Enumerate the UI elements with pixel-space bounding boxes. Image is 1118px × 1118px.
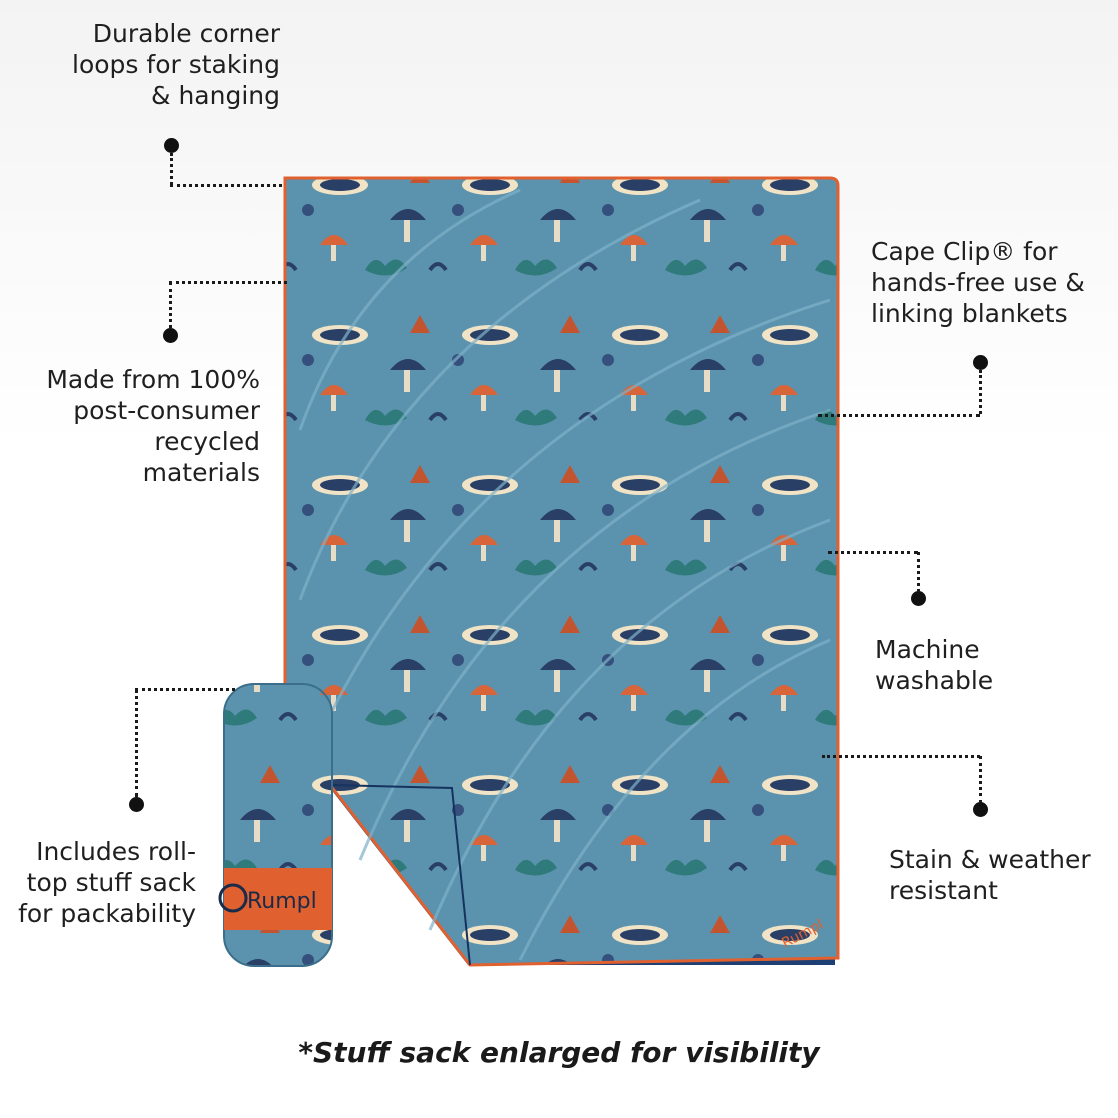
callout-line — [135, 688, 235, 691]
callout-line — [979, 370, 982, 414]
callout-dot — [973, 355, 988, 370]
callout-dot — [164, 138, 179, 153]
callout-line — [917, 552, 920, 592]
sack-band — [224, 868, 332, 930]
callout-line — [169, 282, 172, 328]
callout-line — [135, 689, 138, 797]
callout-dot — [163, 328, 178, 343]
sun-logo-icon — [218, 883, 248, 913]
callout-washable: Machine washable — [875, 635, 994, 695]
callout-line — [818, 414, 980, 417]
callout-line — [170, 153, 173, 185]
callout-stuff-sack: Includes roll- top stuff sack for packab… — [18, 837, 196, 928]
callout-line — [828, 551, 918, 554]
stuff-sack: Rumpl — [218, 683, 333, 967]
callout-line — [169, 281, 287, 284]
callout-line — [979, 756, 982, 803]
callout-weather: Stain & weather resistant — [889, 845, 1091, 905]
footnote: *Stuff sack enlarged for visibility — [298, 1036, 820, 1069]
callout-line — [170, 184, 282, 187]
callout-line — [822, 755, 980, 758]
callout-dot — [911, 591, 926, 606]
blanket — [283, 176, 840, 967]
callout-recycled: Made from 100% post-consumer recycled ma… — [46, 365, 260, 487]
sack-logo: Rumpl — [247, 889, 317, 914]
callout-dot — [129, 797, 144, 812]
callout-corner-loops: Durable corner loops for staking & hangi… — [72, 19, 280, 110]
callout-dot — [973, 802, 988, 817]
callout-cape-clip: Cape Clip® for hands-free use & linking … — [871, 237, 1085, 328]
quilting-lines — [298, 188, 831, 961]
